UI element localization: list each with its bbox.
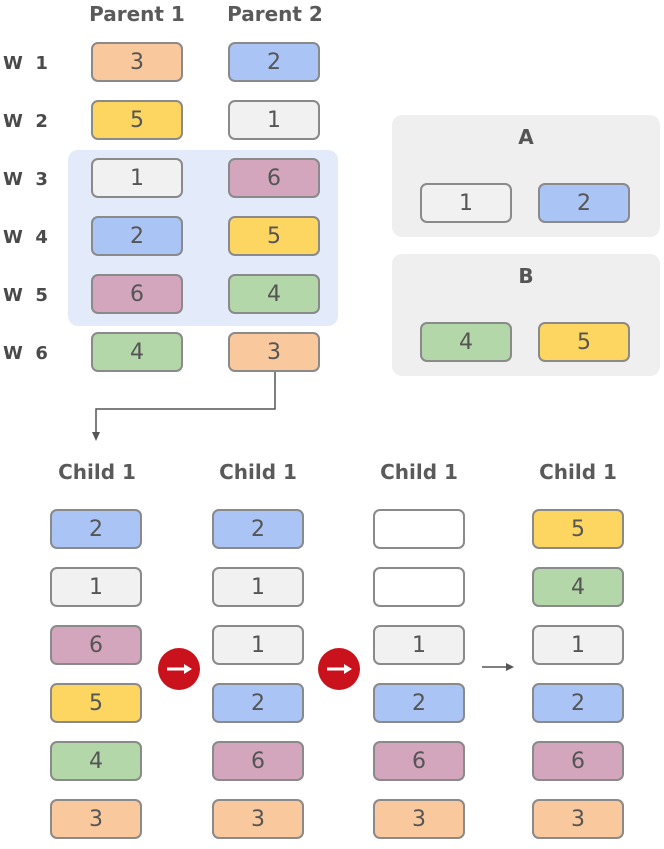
gene-cell: 3	[50, 799, 142, 839]
gene-cell: 1	[212, 567, 304, 607]
gene-cell: 6	[373, 741, 465, 781]
gene-cell: 6	[212, 741, 304, 781]
gene-cell: 5	[532, 509, 624, 549]
child-3-header: Child 1	[380, 460, 458, 484]
parent-2-header: Parent 2	[227, 2, 323, 26]
row-label: W 1	[3, 53, 48, 74]
gene-cell: 1	[212, 625, 304, 665]
child-1-header: Child 1	[58, 460, 136, 484]
group-a-label: A	[518, 125, 534, 149]
step-arrow-icon	[318, 648, 360, 690]
gene-cell: 1	[373, 625, 465, 665]
gene-cell: 2	[212, 509, 304, 549]
gene-cell: 4	[228, 274, 320, 314]
gene-cell: 4	[50, 741, 142, 781]
group-b-label: B	[518, 264, 534, 288]
gene-cell: 2	[91, 216, 183, 256]
gene-cell: 6	[532, 741, 624, 781]
gene-cell: 3	[91, 42, 183, 82]
gene-cell: 4	[420, 322, 512, 362]
gene-cell: 2	[50, 509, 142, 549]
gene-cell: 6	[50, 625, 142, 665]
gene-cell: 2	[228, 42, 320, 82]
gene-cell: 4	[91, 332, 183, 372]
gene-cell: 5	[538, 322, 630, 362]
group-b-panel: B 4 5	[392, 254, 660, 376]
gene-cell: 5	[91, 100, 183, 140]
gene-cell: 1	[420, 183, 512, 223]
empty-gene-cell	[373, 509, 465, 549]
row-label: W 4	[3, 227, 48, 248]
gene-cell: 5	[50, 683, 142, 723]
row-label: W 2	[3, 111, 48, 132]
gene-cell: 3	[212, 799, 304, 839]
gene-cell: 3	[532, 799, 624, 839]
group-a-panel: A 1 2	[392, 115, 660, 237]
step-arrow-icon	[158, 648, 200, 690]
child-2-header: Child 1	[219, 460, 297, 484]
row-label: W 5	[3, 285, 48, 306]
gene-cell: 6	[91, 274, 183, 314]
gene-cell: 1	[50, 567, 142, 607]
gene-cell: 5	[228, 216, 320, 256]
child-4-header: Child 1	[539, 460, 617, 484]
gene-cell: 1	[91, 158, 183, 198]
row-label: W 3	[3, 169, 48, 190]
gene-cell: 2	[532, 683, 624, 723]
gene-cell: 6	[228, 158, 320, 198]
gene-cell: 3	[373, 799, 465, 839]
gene-cell: 1	[532, 625, 624, 665]
gene-cell: 4	[532, 567, 624, 607]
gene-cell: 2	[212, 683, 304, 723]
gene-cell: 1	[228, 100, 320, 140]
parent-1-header: Parent 1	[89, 2, 185, 26]
row-label: W 6	[3, 343, 48, 364]
gene-cell: 3	[228, 332, 320, 372]
gene-cell: 2	[538, 183, 630, 223]
empty-gene-cell	[373, 567, 465, 607]
gene-cell: 2	[373, 683, 465, 723]
